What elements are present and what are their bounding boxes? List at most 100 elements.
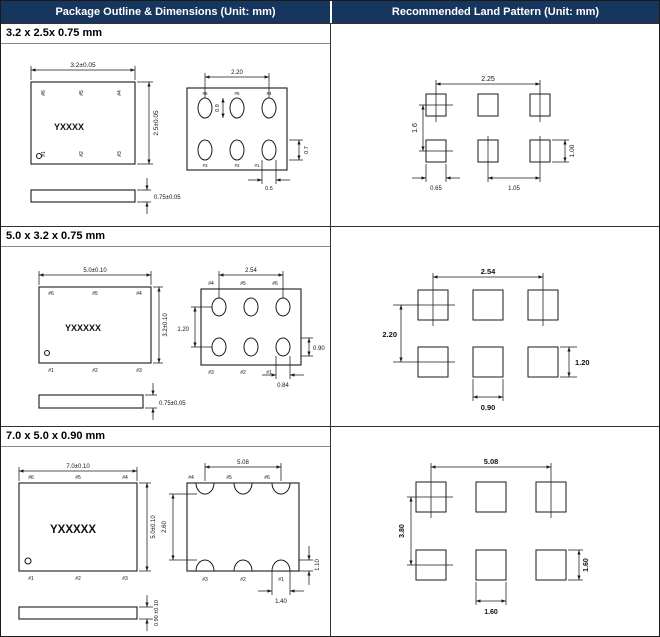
dim-pad-w: 1.40	[275, 599, 287, 605]
pin-label: #3	[122, 576, 128, 582]
dim-land-pitch-x: 2.54	[481, 267, 496, 276]
dim-land-pad-h: 1.60	[583, 558, 590, 572]
dim-land-pitch-y: 2.20	[382, 330, 397, 339]
dim-thickness: 0.75±0.05	[159, 401, 186, 407]
package-bottom-view: #4 #5 #6 #3 #2 #1 2.54 1.20 0.90	[177, 268, 325, 389]
pin-label: #1	[28, 576, 34, 582]
pin-label: #6	[48, 291, 54, 297]
size-label: 5.0 x 3.2 x 0.75 mm	[1, 227, 330, 247]
pin-label: #6	[272, 281, 278, 287]
dim-body-height: 5.0±0.10	[151, 515, 157, 539]
package-marking: YXXXXX	[50, 524, 96, 536]
package-side-view: 0.90 ±0.10	[18, 595, 160, 631]
package-top-view: YXXXXX #6 #5 #4 #1 #2 #3 7.0±0.10 5.0±0.…	[18, 464, 157, 582]
pin-label: #1	[266, 370, 272, 376]
pin-label: #5	[226, 475, 232, 481]
table-header: Package Outline & Dimensions (Unit: mm) …	[1, 1, 659, 23]
package-bottom-view: #4 #5 #6 #3 #2 #1 5.08 2.60 1.10	[162, 460, 321, 605]
size-label: 3.2 x 2.5x 0.75 mm	[1, 24, 330, 44]
header-package-outline: Package Outline & Dimensions (Unit: mm)	[1, 1, 330, 23]
package-side-view: 0.75±0.05	[30, 178, 181, 214]
dim-body-width: 5.0±0.10	[83, 268, 107, 274]
bottom-view-body	[186, 482, 300, 572]
dim-land-pad-w: 0.65	[430, 186, 442, 192]
dim-land-pitch-adj: 1.05	[508, 186, 520, 192]
pin-label: #2	[92, 368, 98, 374]
pin1-indicator	[24, 557, 32, 565]
pin-label: #5	[92, 291, 98, 297]
pin-label: #2	[79, 151, 85, 157]
pin-label: #4	[208, 281, 214, 287]
pin-label: #3	[136, 368, 142, 374]
dim-land-pad-w: 1.60	[484, 609, 498, 616]
pin-label: #3	[202, 163, 208, 168]
pin-label: #5	[240, 281, 246, 287]
pin1-indicator	[35, 152, 43, 160]
dim-pad-width: 0.5	[265, 186, 273, 192]
pin-label: #2	[240, 577, 246, 583]
size-label: 7.0 x 5.0 x 0.90 mm	[1, 427, 330, 447]
dim-land-pitch-y: 1.6	[412, 123, 419, 133]
pin-label: #2	[234, 163, 240, 168]
outline-drawing-7050: YXXXXX #6 #5 #4 #1 #2 #3 7.0±0.10 5.0±0.…	[18, 460, 321, 631]
side-view-body	[18, 606, 138, 620]
pin-label: #3	[202, 577, 208, 583]
row-5032: 5.0 x 3.2 x 0.75 mm YXXXXX #6 #5 #4 #1 #…	[1, 226, 659, 426]
dim-body-width: 7.0±0.10	[66, 464, 90, 470]
package-bottom-view: #6 #5 #4 #3 #2 #1 2.20 0.9 0.7 0.	[186, 70, 310, 192]
dim-pad-pitch: 2.54	[245, 268, 257, 274]
pin-label: #4	[122, 475, 128, 481]
outline-drawing-3225: YXXXX #6 #5 #4 #1 #2 #3 3.2±0.05 2.5±0.0…	[30, 62, 310, 214]
dim-land-pad-h: 1.00	[569, 144, 576, 157]
land-cell-7050: 5.08 3.80 1.60 1.60	[331, 427, 659, 636]
outline-drawing-5032: YXXXXX #6 #5 #4 #1 #2 #3 5.0±0.10 3.2±0.…	[38, 268, 325, 420]
pin-label: #3	[208, 370, 214, 376]
pin-label: #6	[264, 475, 270, 481]
pin-label: #4	[117, 90, 123, 96]
pin-label: #6	[28, 475, 34, 481]
outline-cell-7050: 7.0 x 5.0 x 0.90 mm YXXXXX #6 #5 #4 #1 #…	[1, 427, 331, 636]
package-side-view: 0.75±0.05	[38, 383, 186, 420]
pin-label: #4	[136, 291, 142, 297]
land-cell-3225: 2.25 1.6 1.00 0.65 1.05	[331, 24, 659, 226]
solder-pads	[211, 297, 291, 357]
package-top-view: YXXXX #6 #5 #4 #1 #2 #3 3.2±0.05 2.5±0.0…	[30, 62, 160, 165]
dim-land-pitch-x: 2.25	[481, 76, 495, 83]
dim-thickness: 0.90 ±0.10	[154, 600, 160, 626]
package-marking: YXXXXX	[65, 323, 101, 333]
pin-label: #1	[48, 368, 54, 374]
package-top-view: YXXXXX #6 #5 #4 #1 #2 #3 5.0±0.10 3.2±0.…	[38, 268, 169, 374]
pin-label: #3	[117, 151, 123, 157]
dim-pad-row-pitch: 1.20	[177, 327, 189, 333]
castellation-pads	[195, 482, 291, 572]
package-body	[38, 286, 152, 364]
outline-cell-3225: 3.2 x 2.5x 0.75 mm YXXXX #6 #5 #4 #1 #2 …	[1, 24, 331, 226]
dim-pad-h: 1.10	[315, 559, 321, 571]
pin-label: #4	[188, 475, 194, 481]
package-marking: YXXXX	[54, 122, 84, 132]
solder-pads	[197, 97, 277, 161]
row-7050: 7.0 x 5.0 x 0.90 mm YXXXXX #6 #5 #4 #1 #…	[1, 426, 659, 636]
dim-pad-length: 0.9	[215, 104, 221, 112]
land-cell-5032: 2.54 2.20 1.20 0.90	[331, 227, 659, 426]
pin-label: #1	[278, 577, 284, 583]
dim-body-width: 3.2±0.05	[70, 62, 96, 69]
pin-label: #2	[75, 576, 81, 582]
pin1-indicator	[43, 349, 51, 357]
dim-land-pad-w: 0.90	[481, 403, 496, 412]
dim-pad-row-pitch: 2.60	[162, 521, 168, 533]
pin-label: #5	[79, 90, 85, 96]
side-view-body	[30, 189, 136, 203]
dim-pad-h: 0.90	[313, 346, 325, 352]
dim-pad-edge: 0.7	[304, 146, 310, 154]
pin-label: #5	[75, 475, 81, 481]
outline-cell-5032: 5.0 x 3.2 x 0.75 mm YXXXXX #6 #5 #4 #1 #…	[1, 227, 331, 426]
dim-pad-pitch: 5.08	[237, 460, 249, 466]
dim-land-pad-h: 1.20	[575, 358, 590, 367]
dim-thickness: 0.75±0.05	[154, 195, 181, 201]
land-pattern-5032: 2.54 2.20 1.20 0.90	[382, 267, 590, 412]
dim-land-pitch-y: 3.80	[399, 524, 406, 538]
land-pads	[417, 289, 559, 378]
pin-label: #1	[254, 163, 260, 168]
